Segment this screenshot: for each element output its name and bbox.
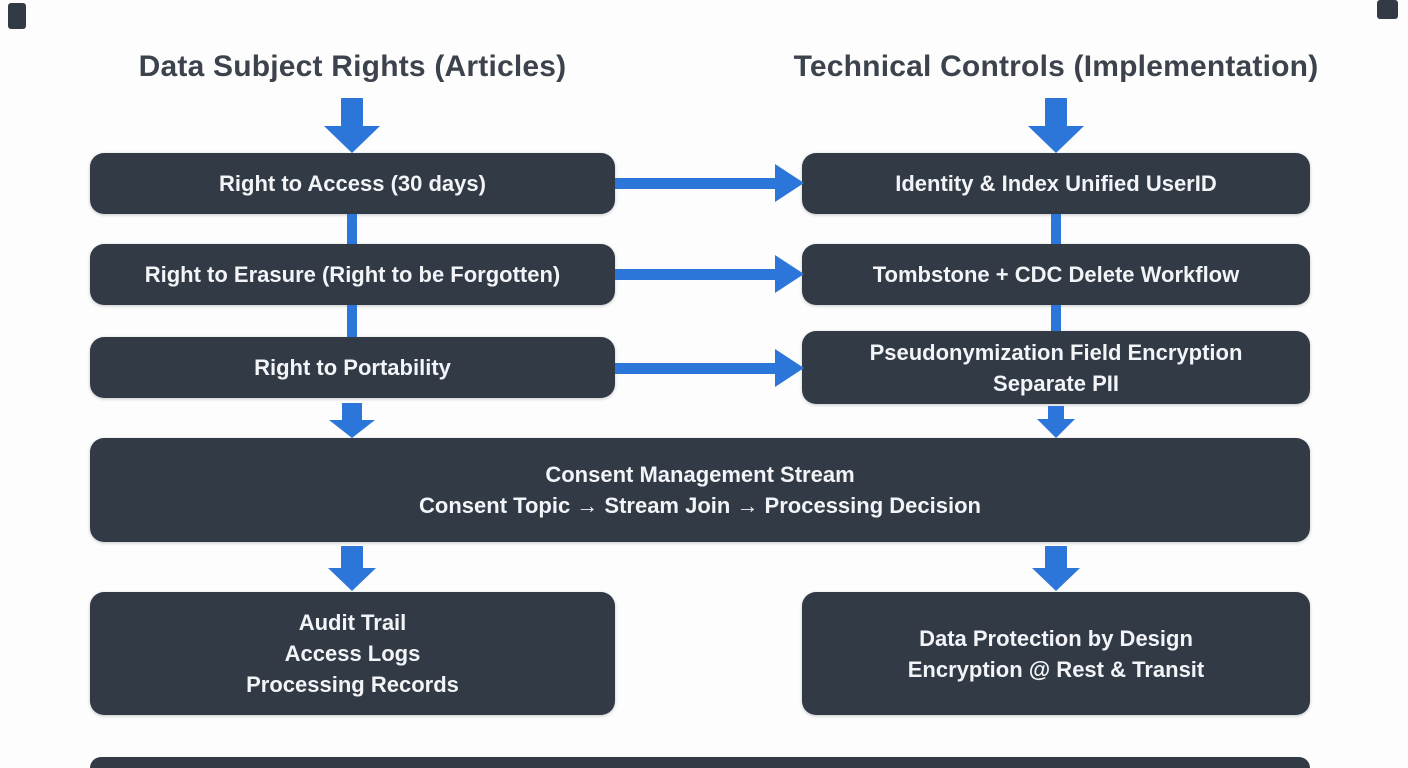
connector-tombstone-pseudonymization [1051,305,1061,331]
node-consent-management: Consent Management Stream Consent Topic … [90,438,1310,542]
node-label: Consent Topic → Stream Join → Processing… [419,493,981,518]
left-column-heading: Data Subject Rights (Articles) [138,50,567,83]
arrow-portability-to-pseudonymization-icon [615,349,804,387]
node-label: Processing Records [246,672,459,697]
node-audit-trail: Audit Trail Access Logs Processing Recor… [90,592,615,715]
node-right-to-erasure: Right to Erasure (Right to be Forgotten) [90,244,615,305]
node-label: Data Protection by Design [919,625,1193,651]
arrow-down-right-heading-icon [1028,98,1084,153]
node-label: Access Logs [284,641,421,666]
cropped-node-bottom-edge [90,757,1310,768]
node-right-to-portability: Right to Portability [90,337,615,398]
right-column-heading: Technical Controls (Implementation) [793,50,1319,83]
node-right-to-access: Right to Access (30 days) [90,153,615,214]
arrow-down-left-heading-icon [324,98,380,153]
arrow-consent-to-audit-icon [328,546,376,591]
node-label: Right to Portability [254,355,451,380]
connector-erasure-portability [347,305,357,337]
node-label: Encryption @ Rest & Transit [907,656,1205,682]
node-tombstone-cdc: Tombstone + CDC Delete Workflow [802,244,1310,305]
arrow-portability-to-consent-icon [329,403,375,438]
node-label: Tombstone + CDC Delete Workflow [872,262,1240,287]
arrow-access-to-identity-icon [615,164,804,202]
node-pseudonymization: Pseudonymization Field Encryption Separa… [802,331,1310,404]
node-label: Audit Trail [298,610,407,635]
cropped-shape-top-right [1377,0,1398,19]
arrow-pseudonymization-to-consent-icon [1037,406,1075,438]
node-data-protection: Data Protection by Design Encryption @ R… [802,592,1310,715]
node-label: Right to Erasure (Right to be Forgotten) [144,262,561,287]
node-label: Right to Access (30 days) [219,171,486,196]
node-label: Consent Management Stream [545,462,855,487]
arrow-consent-to-protection-icon [1032,546,1080,591]
node-label: Pseudonymization Field Encryption [869,339,1243,365]
node-label: Identity & Index Unified UserID [895,171,1217,196]
node-identity-index: Identity & Index Unified UserID [802,153,1310,214]
node-label: Separate PII [993,370,1119,396]
arrow-erasure-to-tombstone-icon [615,255,804,293]
connector-access-erasure [347,214,357,244]
connector-identity-tombstone [1051,214,1061,244]
cropped-shape-top-left [8,3,26,29]
